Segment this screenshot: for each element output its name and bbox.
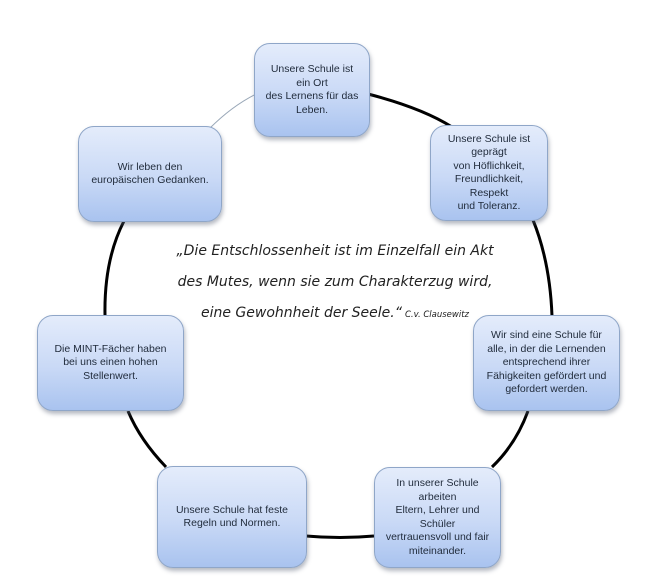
node-top-right: Unsere Schule ist geprägt von Höflichkei… (430, 125, 548, 221)
connector-topright-right (531, 219, 554, 317)
center-quote: „Die Entschlossenheit ist im Einzelfall … (150, 236, 520, 331)
node-top-text: Unsere Schule ist ein Ort des Lernens fü… (265, 63, 359, 116)
node-bottom-right: In unserer Schule arbeiten Eltern, Lehre… (374, 467, 501, 568)
quote-line-3: eine Gewohnheit der Seele.“ (200, 305, 402, 321)
quote-author: C.v. Clausewitz (404, 310, 470, 320)
node-top-left-text: Wir leben den europäischen Gedanken. (91, 160, 209, 187)
node-bottom-left-text: Unsere Schule hat feste Regeln und Norme… (175, 503, 289, 530)
node-top: Unsere Schule ist ein Ort des Lernens fü… (254, 43, 370, 137)
connector-topleft-top (209, 93, 257, 129)
node-bottom-right-text: In unserer Schule arbeiten Eltern, Lehre… (385, 477, 490, 557)
node-top-right-text: Unsere Schule ist geprägt von Höflichkei… (447, 132, 531, 213)
connector-top-topright (367, 92, 453, 129)
connector-bottomright-bottomleft (305, 534, 375, 539)
connector-bottomleft-left (126, 410, 168, 469)
quote-line-1: „Die Entschlossenheit ist im Einzelfall … (176, 243, 494, 259)
node-left: Die MINT-Fächer haben bei uns einen hohe… (37, 315, 184, 411)
connector-left-topleft (103, 220, 126, 316)
node-left-text: Die MINT-Fächer haben bei uns einen hohe… (54, 342, 167, 382)
node-right-text: Wir sind eine Schule für alle, in der di… (486, 329, 607, 396)
quote-line-3-wrap: eine Gewohnheit der Seele.“C.v. Clausewi… (150, 298, 520, 331)
node-top-left: Wir leben den europäischen Gedanken. (78, 126, 222, 222)
connector-right-bottomright (490, 410, 530, 469)
node-bottom-left: Unsere Schule hat feste Regeln und Norme… (157, 466, 307, 568)
node-right: Wir sind eine Schule für alle, in der di… (473, 315, 620, 411)
quote-line-2: des Mutes, wenn sie zum Charakterzug wir… (177, 274, 493, 290)
